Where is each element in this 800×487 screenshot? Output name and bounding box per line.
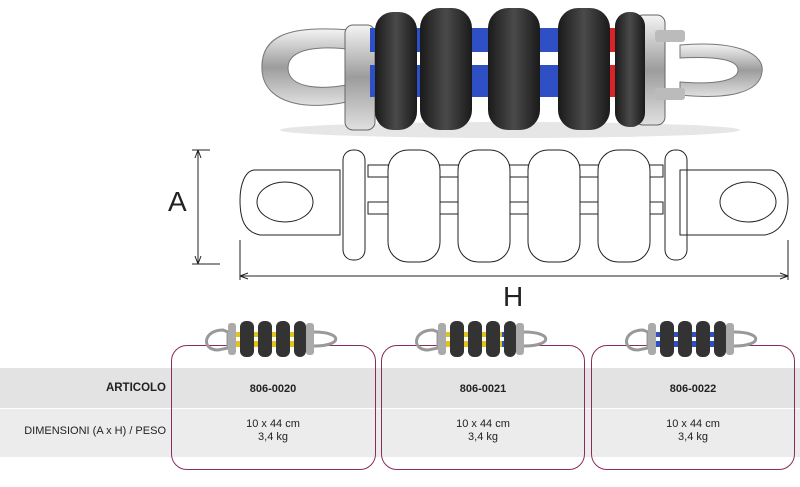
product-thumbnail-2	[415, 321, 547, 357]
product-dimensions-3: 10 x 44 cm	[666, 418, 720, 430]
dimension-a-label: A	[168, 186, 187, 217]
product-specs-1: 10 x 44 cm 3,4 kg	[173, 418, 373, 444]
technical-drawing	[192, 149, 789, 280]
dimensions-label: DIMENSIONI (A x H) / PESO	[24, 425, 166, 437]
product-card-2[interactable]	[381, 345, 585, 470]
product-weight-2: 3,4 kg	[468, 431, 498, 443]
product-dimensions-2: 10 x 44 cm	[456, 418, 510, 430]
product-weight-1: 3,4 kg	[258, 431, 288, 443]
product-code-3: 806-0022	[669, 383, 717, 395]
product-specs-3: 10 x 44 cm 3,4 kg	[593, 418, 793, 444]
product-thumbnail-1	[205, 321, 337, 357]
articolo-label: ARTICOLO	[105, 382, 166, 394]
product-card-1[interactable]	[171, 345, 376, 470]
product-photo	[261, 8, 763, 138]
articolo-row: ARTICOLO	[0, 368, 800, 408]
product-code-2: 806-0021	[459, 383, 507, 395]
product-dimensions-1: 10 x 44 cm	[246, 418, 300, 430]
product-weight-3: 3,4 kg	[678, 431, 708, 443]
product-code-1: 806-0020	[249, 383, 297, 395]
dimensions-row: DIMENSIONI (A x H) / PESO	[0, 409, 800, 457]
product-thumbnail-3	[625, 321, 757, 357]
product-specs-2: 10 x 44 cm 3,4 kg	[383, 418, 583, 444]
product-card-3[interactable]	[591, 345, 795, 470]
dimension-h-label: H	[503, 281, 524, 312]
